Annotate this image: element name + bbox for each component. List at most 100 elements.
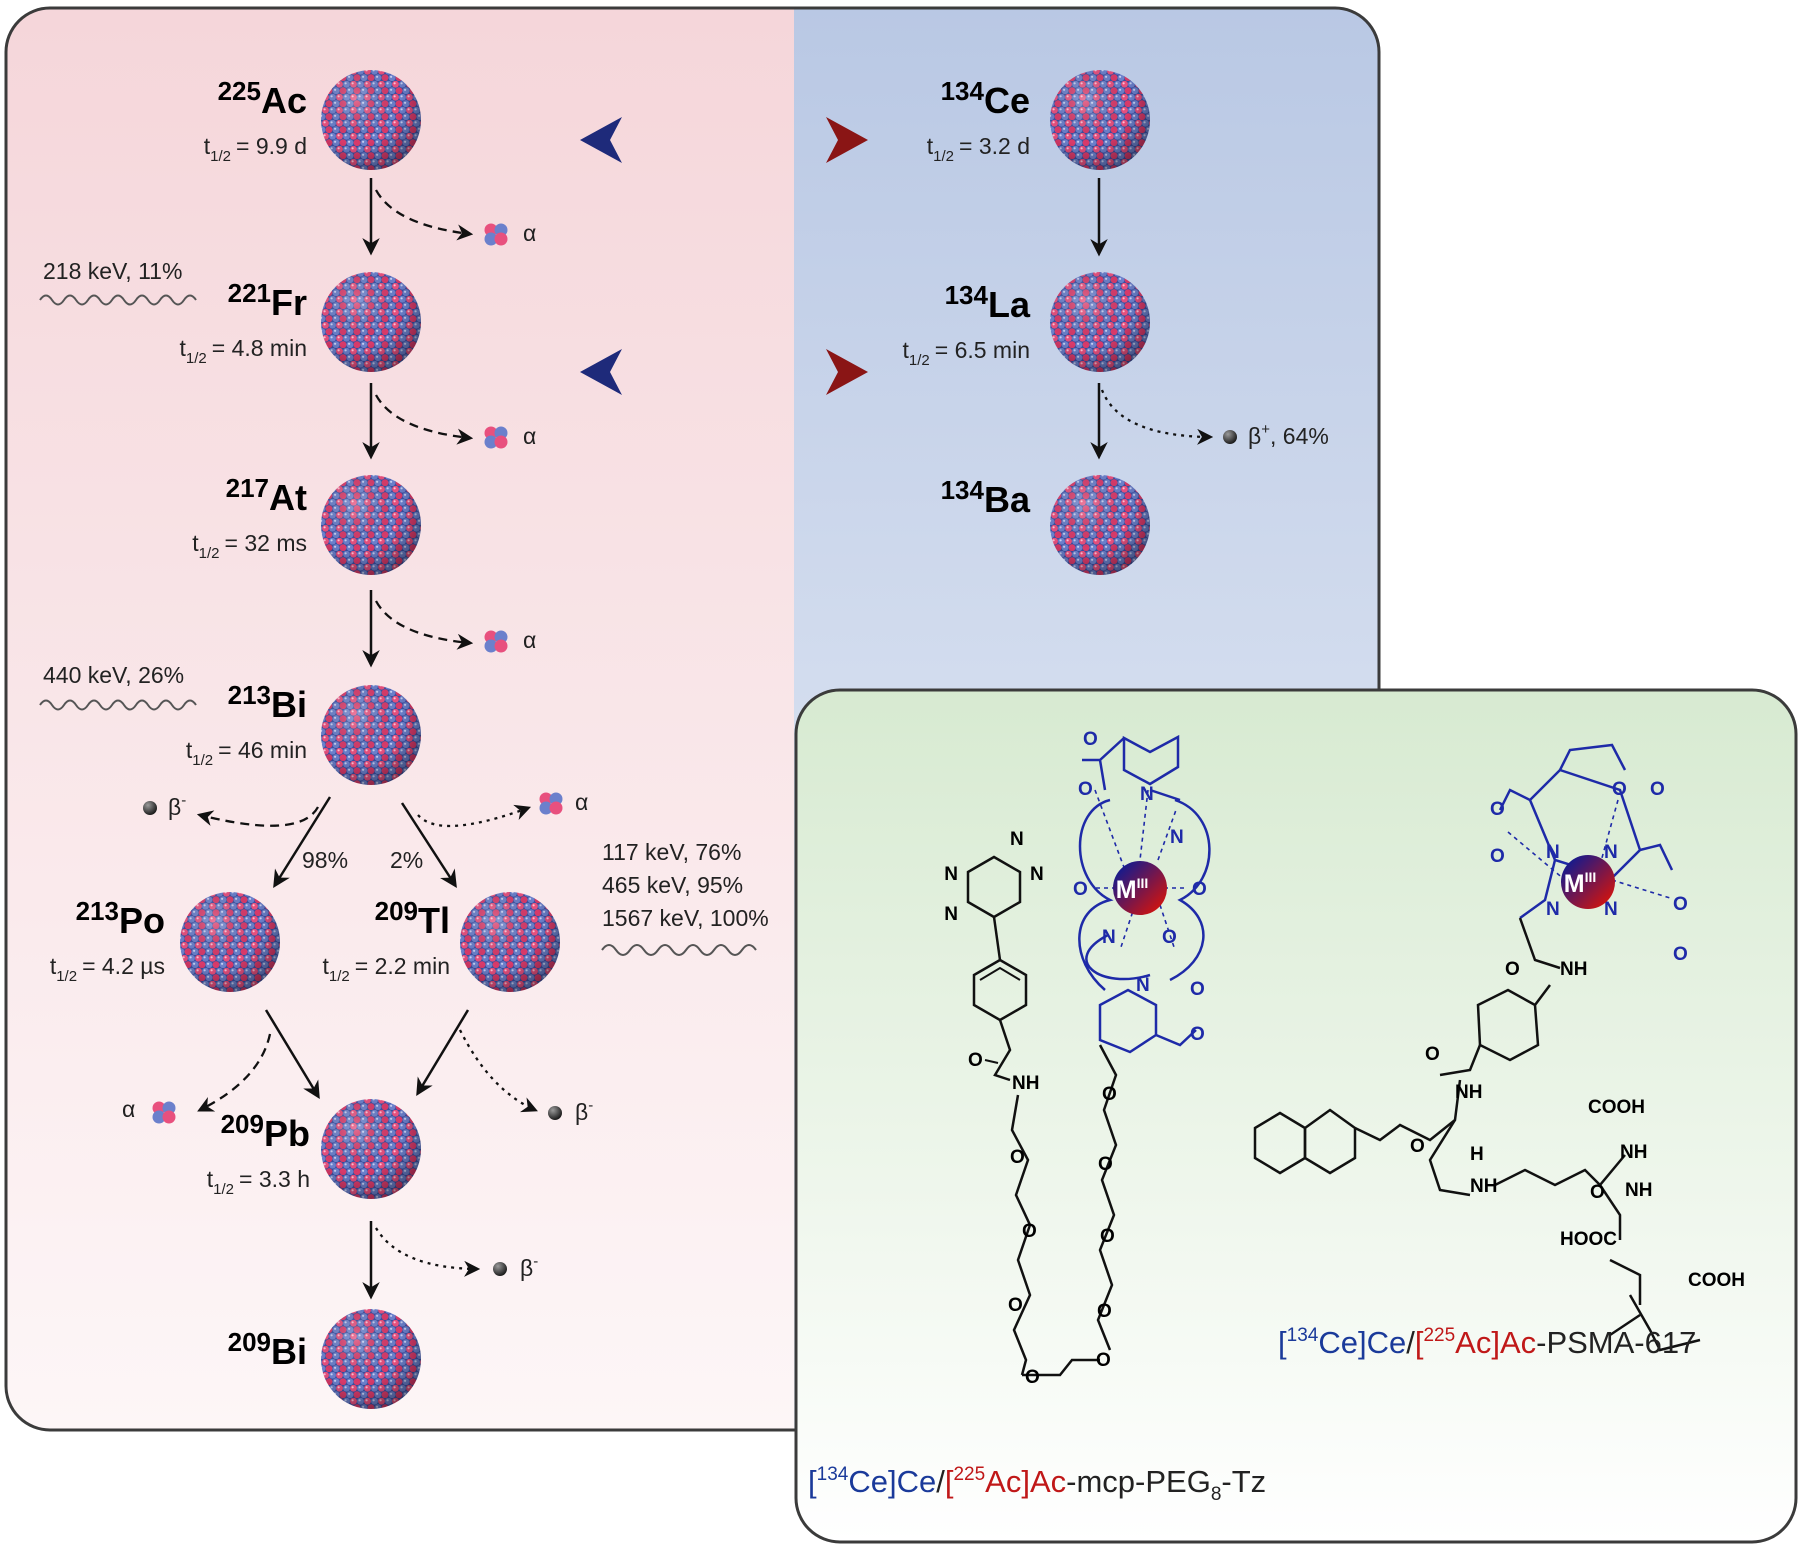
beta-minus-label: β-: [575, 1097, 593, 1125]
atom-o: O: [1612, 779, 1627, 800]
nucleus-ce134-icon: [1050, 70, 1150, 170]
coordination-bonds: [1094, 789, 1184, 951]
atom-o: O: [1097, 1301, 1112, 1322]
label-ba134: 134Ba: [941, 475, 1031, 520]
atom-o: O: [1190, 979, 1205, 1000]
atom-nh: NH: [1455, 1082, 1482, 1103]
alpha-label: α: [523, 423, 536, 449]
gamma-emissions: 218 keV, 11% 440 keV, 26% 117 keV, 76% 4…: [39, 258, 769, 956]
branching-ratios: 98% 2%: [302, 847, 423, 873]
label-bi213: 213Bi: [228, 680, 307, 725]
nuclide-labels: 225Ac t1/2= 9.9 d 221Fr t1/2= 4.8 min 21…: [50, 76, 1031, 1372]
atom-o: O: [1098, 1154, 1113, 1175]
atom-o: O: [1490, 799, 1505, 820]
atom-hooc: HOOC: [1560, 1229, 1617, 1250]
label-pb209: 209Pb: [221, 1109, 310, 1154]
beta-minus-label: β-: [168, 792, 186, 820]
gamma-wave-icon: [601, 944, 757, 956]
metal-label: MIII: [1116, 875, 1149, 904]
positron-particle-icon: [1223, 430, 1237, 444]
atom-nh: NH: [1470, 1176, 1497, 1197]
halflife-po213: t1/2= 4.2 µs: [50, 953, 165, 985]
alpha-label: α: [523, 627, 536, 653]
alpha-arrow-bi: [417, 804, 532, 828]
atom-n: N: [1546, 842, 1560, 863]
atom-n: N: [1546, 899, 1560, 920]
atom-o: O: [968, 1050, 983, 1071]
halflife-pb209: t1/2= 3.3 h: [207, 1166, 310, 1198]
atom-o: O: [1073, 879, 1088, 900]
arrow-tl-pb: [416, 1009, 470, 1096]
halflife-tl209: t1/2= 2.2 min: [323, 953, 451, 985]
nucleus-fr221-icon: [321, 272, 421, 372]
atom-n: N: [1030, 864, 1044, 885]
nucleus-ac225-icon: [321, 70, 421, 170]
psma-backbone: [1253, 917, 1701, 1352]
atom-o: O: [1673, 944, 1688, 965]
label-ce134: 134Ce: [941, 76, 1030, 121]
label-fr221: 221Fr: [228, 278, 307, 323]
atom-o: O: [1096, 1350, 1111, 1371]
atom-o: O: [1505, 959, 1520, 980]
atom-o: O: [1162, 927, 1177, 948]
tetrazine-ring: [966, 855, 1022, 919]
halflife-ac225: t1/2= 9.9 d: [204, 133, 307, 165]
arrowhead-right-icon: [826, 117, 868, 163]
nucleus-pb209-icon: [321, 1099, 421, 1199]
branch-98-label: 98%: [302, 847, 348, 873]
arrow-bi-po: [273, 796, 332, 888]
atom-nh: NH: [1560, 959, 1587, 980]
atom-n: N: [1170, 827, 1184, 848]
gamma-tl-label: 1567 keV, 100%: [602, 905, 769, 931]
alpha-arrow-fr: [374, 394, 474, 445]
metal-ion-icon: [1113, 861, 1167, 915]
branch-2-label: 2%: [390, 847, 423, 873]
nucleus-bi209-icon: [321, 1309, 421, 1409]
halflife-bi213: t1/2= 46 min: [186, 737, 307, 769]
nucleus-tl209-icon: [460, 892, 560, 992]
beta-minus-label: β-: [520, 1253, 538, 1281]
beta-arrow-bi: [196, 806, 320, 827]
alpha-arrow-ac: [374, 189, 474, 241]
atom-o: O: [1008, 1295, 1023, 1316]
pair-arrows: [580, 117, 868, 395]
particles: α α α α α β- β- β- β+, 64%: [122, 220, 1329, 1281]
mcp-chelator: [1078, 734, 1211, 1054]
label-la134: 134La: [945, 280, 1031, 325]
alpha-label: α: [575, 789, 588, 815]
emission-arrows: [196, 189, 1214, 1277]
beta-particle-icon: [143, 801, 157, 815]
halflife-fr221: t1/2= 4.8 min: [180, 335, 308, 367]
nucleus-po213-icon: [180, 892, 280, 992]
gamma-tl-label: 465 keV, 95%: [602, 872, 743, 898]
arrow-bi-tl: [400, 802, 457, 888]
atom-o: O: [1025, 1367, 1040, 1388]
atom-o: O: [1192, 879, 1207, 900]
atom-o: O: [1490, 846, 1505, 867]
nucleus-at217-icon: [321, 475, 421, 575]
nucleus-ba134-icon: [1050, 475, 1150, 575]
nucleus-bi213-icon: [321, 685, 421, 785]
decay-arrows: [264, 178, 1108, 1300]
atom-n: N: [1140, 784, 1154, 805]
label-po213: 213Po: [76, 896, 165, 941]
gamma-tl-label: 117 keV, 76%: [602, 839, 741, 865]
arrowhead-left-icon: [580, 349, 622, 395]
atom-o: O: [1100, 1226, 1115, 1247]
atom-n: N: [1604, 842, 1618, 863]
atom-nh: NH: [1625, 1180, 1652, 1201]
metal-ion-icon: [1561, 855, 1615, 909]
gamma-wave-icon: [39, 699, 197, 711]
alpha-arrow-at: [374, 600, 474, 650]
label-at217: 217At: [226, 473, 307, 518]
peg-chain-right: [1096, 1044, 1118, 1351]
beta-particle-icon: [493, 1262, 507, 1276]
beta-plus-label: β+, 64%: [1248, 421, 1329, 449]
atom-o: O: [1102, 1084, 1117, 1105]
atom-cooh: COOH: [1588, 1097, 1645, 1118]
atom-n: N: [1102, 927, 1116, 948]
atom-h: H: [1470, 1144, 1484, 1165]
beta-particle-icon: [548, 1106, 562, 1120]
atom-cooh: COOH: [1688, 1270, 1745, 1291]
